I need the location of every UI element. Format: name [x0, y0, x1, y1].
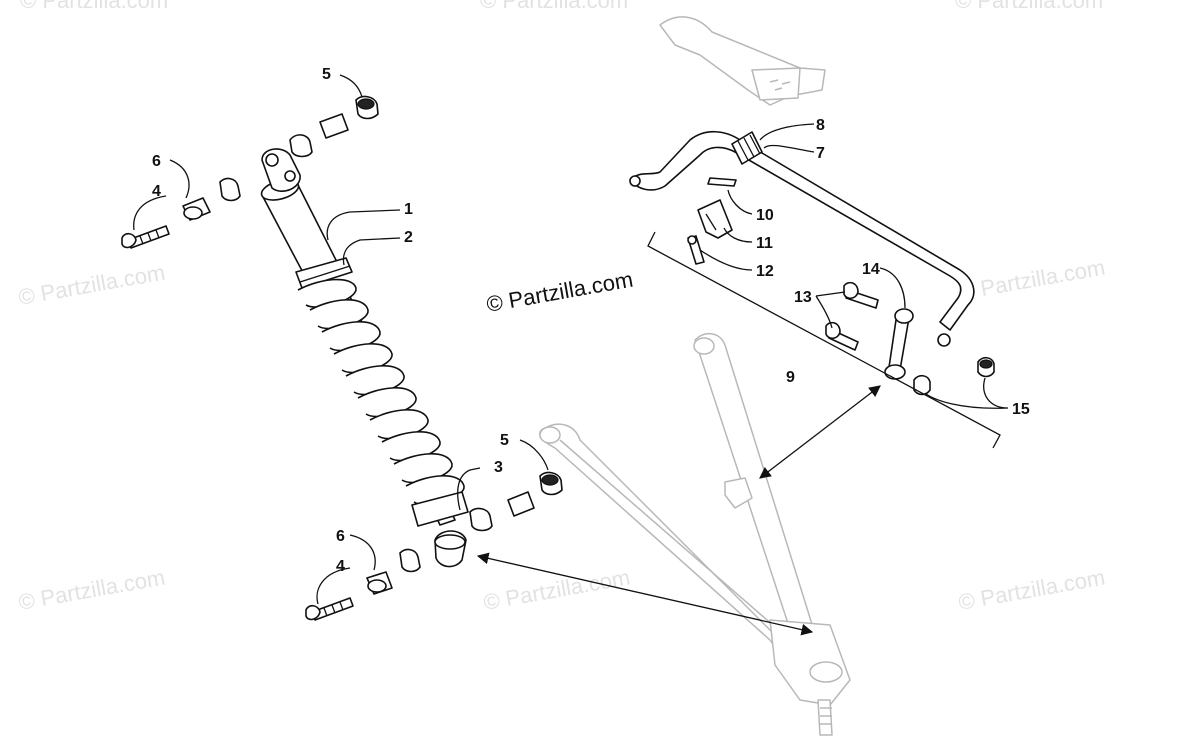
callout-5: 5	[500, 432, 509, 449]
watermark-layer: © Partzilla.com © Partzilla.com © Partzi…	[17, 0, 1107, 615]
leader-lines	[133, 74, 1009, 605]
callout-4: 4	[152, 183, 161, 200]
callout-13: 13	[794, 289, 812, 306]
callout-8: 8	[816, 117, 825, 134]
callout-labels: 1 2 3 4 4 5 5 6 6 7 8 9 10 11 12 13 14 1…	[152, 66, 1030, 575]
watermark: © Partzilla.com	[955, 0, 1103, 13]
connection-arrows	[476, 385, 881, 636]
watermark: © Partzilla.com	[957, 255, 1107, 305]
callout-6: 6	[152, 153, 161, 170]
callout-5: 5	[322, 66, 331, 83]
callout-15: 15	[1012, 401, 1030, 418]
end-link-assembly	[825, 281, 995, 396]
assembly-boundary	[647, 231, 1001, 449]
callout-4: 4	[336, 558, 345, 575]
callout-11: 11	[756, 235, 773, 252]
callout-12: 12	[756, 263, 774, 280]
sway-bar	[629, 130, 975, 347]
copyright-label: © Partzilla.com	[485, 267, 635, 317]
callout-6: 6	[336, 528, 345, 545]
end-link-arrow	[759, 385, 881, 479]
watermark: © Partzilla.com	[17, 565, 167, 615]
watermark: © Partzilla.com	[957, 565, 1107, 615]
lower-shock-arrow	[476, 552, 814, 636]
watermark: © Partzilla.com	[17, 260, 167, 310]
callout-3: 3	[494, 459, 503, 476]
watermark: © Partzilla.com	[20, 0, 168, 13]
callout-9: 9	[786, 369, 795, 386]
watermark: © Partzilla.com	[480, 0, 628, 13]
callout-2: 2	[404, 229, 413, 246]
coil-spring	[297, 278, 469, 527]
callout-7: 7	[816, 145, 825, 162]
callout-1: 1	[404, 201, 413, 218]
upper-mount-hardware	[121, 95, 379, 249]
callout-10: 10	[756, 207, 774, 224]
watermark: © Partzilla.com	[482, 565, 632, 615]
callout-14: 14	[862, 261, 880, 278]
lower-mount-hardware	[305, 471, 563, 621]
